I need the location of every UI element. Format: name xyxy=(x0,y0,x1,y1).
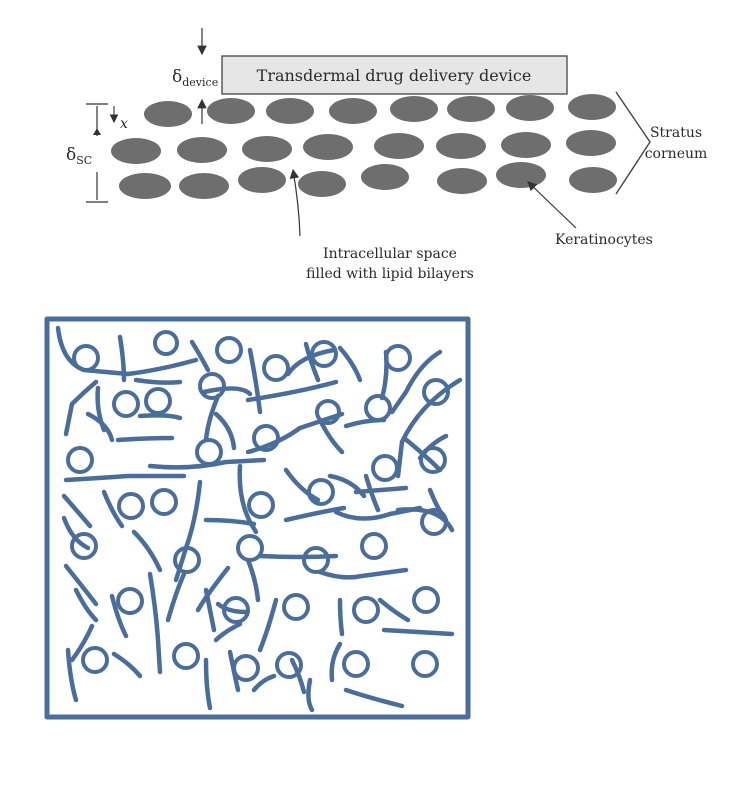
keratinocyte-row-2 xyxy=(111,130,616,164)
cell-circle xyxy=(66,446,94,474)
cell-circle xyxy=(422,378,450,406)
cell-circle xyxy=(275,651,303,679)
keratinocyte xyxy=(447,96,495,122)
keratinocyte xyxy=(569,167,617,193)
keratinocyte xyxy=(177,137,227,163)
device-label: Transdermal drug delivery device xyxy=(257,66,532,85)
lipid-cells xyxy=(66,330,450,682)
keratinocyte-row-1 xyxy=(144,94,616,127)
lipid-matrix-drawing xyxy=(44,316,471,720)
cell-circle xyxy=(144,387,172,415)
cell-circle xyxy=(364,394,392,422)
cell-circle xyxy=(153,330,179,356)
cell-circle xyxy=(310,340,338,368)
cell-circle xyxy=(70,532,98,560)
stratum-label-2: corneum xyxy=(645,146,708,162)
keratinocyte xyxy=(436,133,486,159)
cell-circle xyxy=(198,372,226,400)
intracellular-label-1: Intracellular space xyxy=(323,246,457,262)
cell-circle xyxy=(172,642,200,670)
intracellular-label-2: filled with lipid bilayers xyxy=(306,266,474,282)
keratinocyte xyxy=(437,168,487,194)
cell-circle xyxy=(173,546,201,574)
x-label: x xyxy=(120,116,128,132)
keratinocyte xyxy=(374,133,424,159)
keratinocyte-row-3 xyxy=(119,162,617,199)
cell-circle xyxy=(72,344,100,372)
cell-circle xyxy=(384,344,412,372)
cell-circle xyxy=(411,650,439,678)
cell-circle xyxy=(117,492,145,520)
keratinocyte xyxy=(566,130,616,156)
chevron-right-icon xyxy=(615,91,651,195)
lipid-lines xyxy=(55,325,463,713)
cell-circle xyxy=(232,654,260,682)
keratinocyte xyxy=(506,95,554,121)
keratinocyte xyxy=(361,164,409,190)
keratinocyte xyxy=(179,173,229,199)
cell-circle xyxy=(282,593,310,621)
pointer-arrow-icon xyxy=(527,181,577,229)
keratinocyte xyxy=(242,136,292,162)
cell-circle xyxy=(420,508,448,536)
keratinocyte xyxy=(568,94,616,120)
cell-circle xyxy=(315,399,341,425)
delta-device-label: δdevice xyxy=(172,67,218,89)
keratinocyte xyxy=(390,96,438,122)
cell-circle xyxy=(215,336,243,364)
delta-sc-label: δSC xyxy=(66,145,92,167)
keratinocyte xyxy=(501,132,551,158)
cell-circle xyxy=(352,596,380,624)
cell-circle xyxy=(302,546,330,574)
cell-circle xyxy=(262,354,290,382)
stratum-label-1: Stratus xyxy=(650,125,702,141)
keratinocyte xyxy=(266,98,314,124)
top-schematic: Transdermal drug delivery device δdevice… xyxy=(66,28,707,282)
keratinocyte xyxy=(303,134,353,160)
keratinocyte xyxy=(298,171,346,197)
cell-circle xyxy=(236,534,264,562)
keratinocyte xyxy=(207,98,255,124)
cell-circle xyxy=(419,446,447,474)
cell-circle xyxy=(360,532,388,560)
keratinocyte xyxy=(496,162,546,188)
cell-circle xyxy=(81,646,109,674)
pointer-arrow-icon xyxy=(289,168,301,237)
cell-circle xyxy=(412,586,440,614)
cell-circle xyxy=(112,390,140,418)
keratinocyte xyxy=(144,101,192,127)
cell-circle xyxy=(252,424,280,452)
cell-circle xyxy=(195,438,223,466)
cell-circle xyxy=(247,491,275,519)
keratinocyte xyxy=(111,138,161,164)
cell-circle xyxy=(222,596,250,624)
cell-circle xyxy=(116,587,144,615)
keratinocyte xyxy=(119,173,171,199)
keratinocyte xyxy=(329,98,377,124)
cell-circle xyxy=(150,488,178,516)
delta-sc-bracket xyxy=(86,103,108,203)
lipid-matrix-frame xyxy=(44,316,471,720)
cell-circle xyxy=(342,650,370,678)
keratinocyte xyxy=(238,167,286,193)
cell-circle xyxy=(307,478,335,506)
keratinocytes-label: Keratinocytes xyxy=(555,232,653,248)
device-rect xyxy=(221,55,568,95)
cell-circle xyxy=(371,454,399,482)
